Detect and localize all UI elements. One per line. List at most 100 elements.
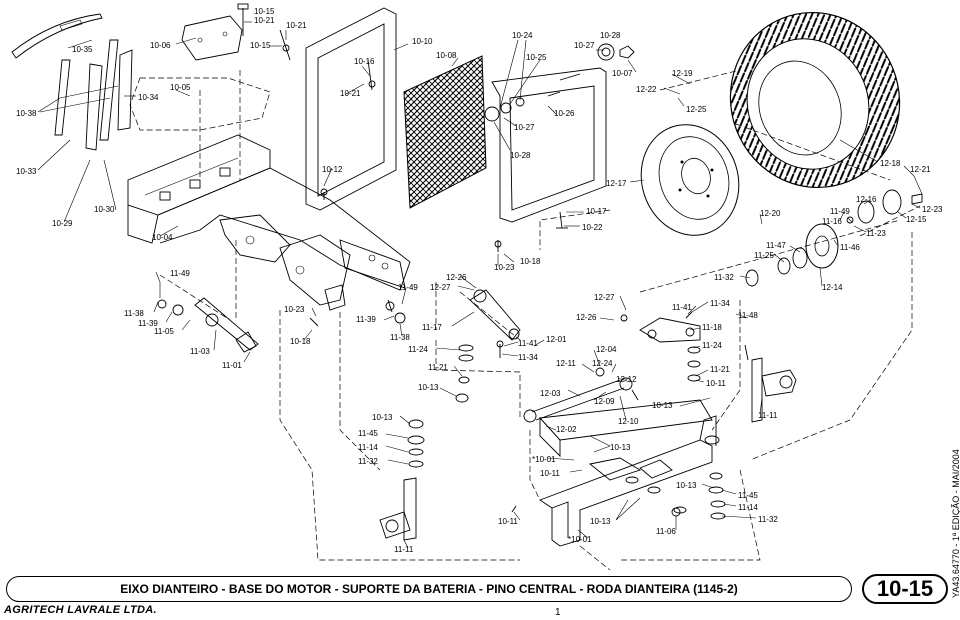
- callout-label: 10-23: [284, 305, 305, 314]
- part-callouts: 10-35 10-06 10-15 10-21 10-21 10-15 10-1…: [16, 7, 943, 554]
- callout-label: 11-49: [830, 207, 850, 216]
- company-brand: AGRITECH LAVRALE LTDA.: [4, 604, 157, 616]
- callout-label: 12-16: [856, 195, 877, 204]
- callout-label: 11-05: [154, 327, 174, 336]
- callout-label: 12-01: [546, 335, 567, 344]
- callout-label: 10-12: [322, 165, 343, 174]
- section-number-badge: 10-15: [862, 574, 948, 604]
- bolt-stack-top: [237, 3, 376, 91]
- callout-label: 11-21: [710, 365, 730, 374]
- callout-label: 11-21: [428, 363, 448, 372]
- callout-label: 10-08: [436, 51, 457, 60]
- pitman-arm: [469, 289, 521, 341]
- callout-label: 12-20: [760, 209, 781, 218]
- callout-label: 11-46: [840, 243, 860, 252]
- callout-label: 11-39: [356, 315, 376, 324]
- callout-label: 12-26: [446, 273, 467, 282]
- callout-label: 12-21: [910, 165, 931, 174]
- callout-label: *10-01: [532, 455, 556, 464]
- callout-label: 12-27: [430, 283, 451, 292]
- side-strip-parts: [54, 39, 133, 151]
- engine-base-frame: [127, 134, 411, 311]
- callout-label: 12-15: [906, 215, 927, 224]
- spindle-lower-left-11-11: [379, 477, 417, 541]
- callout-label: 10-27: [514, 123, 535, 132]
- callout-label: 10-34: [138, 93, 159, 102]
- callout-label: 10-35: [72, 45, 93, 54]
- callout-label: 10-29: [52, 219, 73, 228]
- callout-label: 12-26: [576, 313, 597, 322]
- spindle-right-11-11: [751, 357, 797, 423]
- callout-label: 11-47: [766, 241, 786, 250]
- callout-label: 12-12: [616, 375, 637, 384]
- callout-label: 10-22: [582, 223, 603, 232]
- callout-label: 10-13: [652, 401, 673, 410]
- callout-label: 11-03: [190, 347, 210, 356]
- callout-label: 11-14: [738, 503, 758, 512]
- callout-label: 12-11: [556, 359, 576, 368]
- leader-lines: [37, 21, 923, 549]
- edition-note-text: YA43.64770 - 1ª EDIÇÃO - MAI/2004: [951, 449, 960, 598]
- callout-label: 12-18: [880, 159, 901, 168]
- callout-label: 11-32: [714, 273, 734, 282]
- callout-label: 11-48: [738, 311, 758, 320]
- callout-label: 10-25: [526, 53, 547, 62]
- callout-label: 11-39: [138, 319, 158, 328]
- callout-label: 10-13: [676, 481, 697, 490]
- callout-label: 11-01: [222, 361, 242, 370]
- diagram-title-text: EIXO DIANTEIRO - BASE DO MOTOR - SUPORTE…: [120, 582, 738, 596]
- callout-label: 12-14: [822, 283, 843, 292]
- callout-label: 10-13: [610, 443, 631, 452]
- section-number: 10-15: [876, 576, 934, 601]
- callout-label: 11-41: [518, 339, 538, 348]
- callout-label: 11-17: [422, 323, 442, 332]
- callout-label: 11-06: [656, 527, 676, 536]
- callout-label: 10-27: [574, 41, 595, 50]
- callout-label: 11-32: [358, 457, 378, 466]
- callout-label: 12-09: [594, 397, 615, 406]
- callout-label: 10-18: [290, 337, 311, 346]
- callout-label: 12-19: [672, 69, 693, 78]
- callout-label: 11-18: [702, 323, 722, 332]
- callout-label: 10-21: [340, 89, 361, 98]
- callout-label: 11-45: [358, 429, 378, 438]
- callout-label: 10-17: [586, 207, 607, 216]
- callout-label: 10-18: [520, 257, 541, 266]
- callout-label: 10-13: [590, 517, 611, 526]
- callout-label: 12-23: [922, 205, 943, 214]
- callout-label: 11-49: [170, 269, 190, 278]
- callout-label: 11-11: [758, 411, 778, 420]
- callout-label: 12-10: [618, 417, 639, 426]
- callout-label: 11-32: [758, 515, 778, 524]
- callout-label: 11-24: [408, 345, 428, 354]
- steering-arm-right: [639, 317, 701, 343]
- callout-label: 10-11: [706, 379, 726, 388]
- front-tire: [729, 11, 901, 189]
- callout-label: 10-21: [286, 21, 307, 30]
- callout-label: 11-38: [124, 309, 144, 318]
- callout-label: 10-10: [412, 37, 433, 46]
- callout-label: 11-16: [822, 217, 842, 226]
- callout-label: 11-23: [866, 229, 886, 238]
- bushing-stack-center: [407, 344, 474, 468]
- callout-label: 12-17: [606, 179, 627, 188]
- callout-label: 10-28: [600, 31, 621, 40]
- front-axle-beam: [539, 415, 717, 547]
- battery-bracket: [484, 43, 635, 229]
- callout-label: 10-28: [510, 151, 531, 160]
- callout-label: 11-14: [358, 443, 378, 452]
- callout-label: 10-24: [512, 31, 533, 40]
- callout-label: 12-27: [594, 293, 615, 302]
- callout-label: 10-23: [494, 263, 515, 272]
- callout-label: 10-33: [16, 167, 37, 176]
- dashboard-trim-part: [11, 13, 103, 59]
- callout-label: 10-13: [372, 413, 393, 422]
- callout-label: 11-34: [710, 299, 730, 308]
- callout-label: 10-11: [540, 469, 560, 478]
- callout-label: 11-24: [702, 341, 722, 350]
- callout-label: *10-01: [568, 535, 592, 544]
- callout-label: 12-02: [556, 425, 577, 434]
- edition-note: YA43.64770 - 1ª EDIÇÃO - MAI/2004: [940, 400, 960, 600]
- battery-screen-mesh: [403, 55, 487, 209]
- callout-label: 12-24: [592, 359, 613, 368]
